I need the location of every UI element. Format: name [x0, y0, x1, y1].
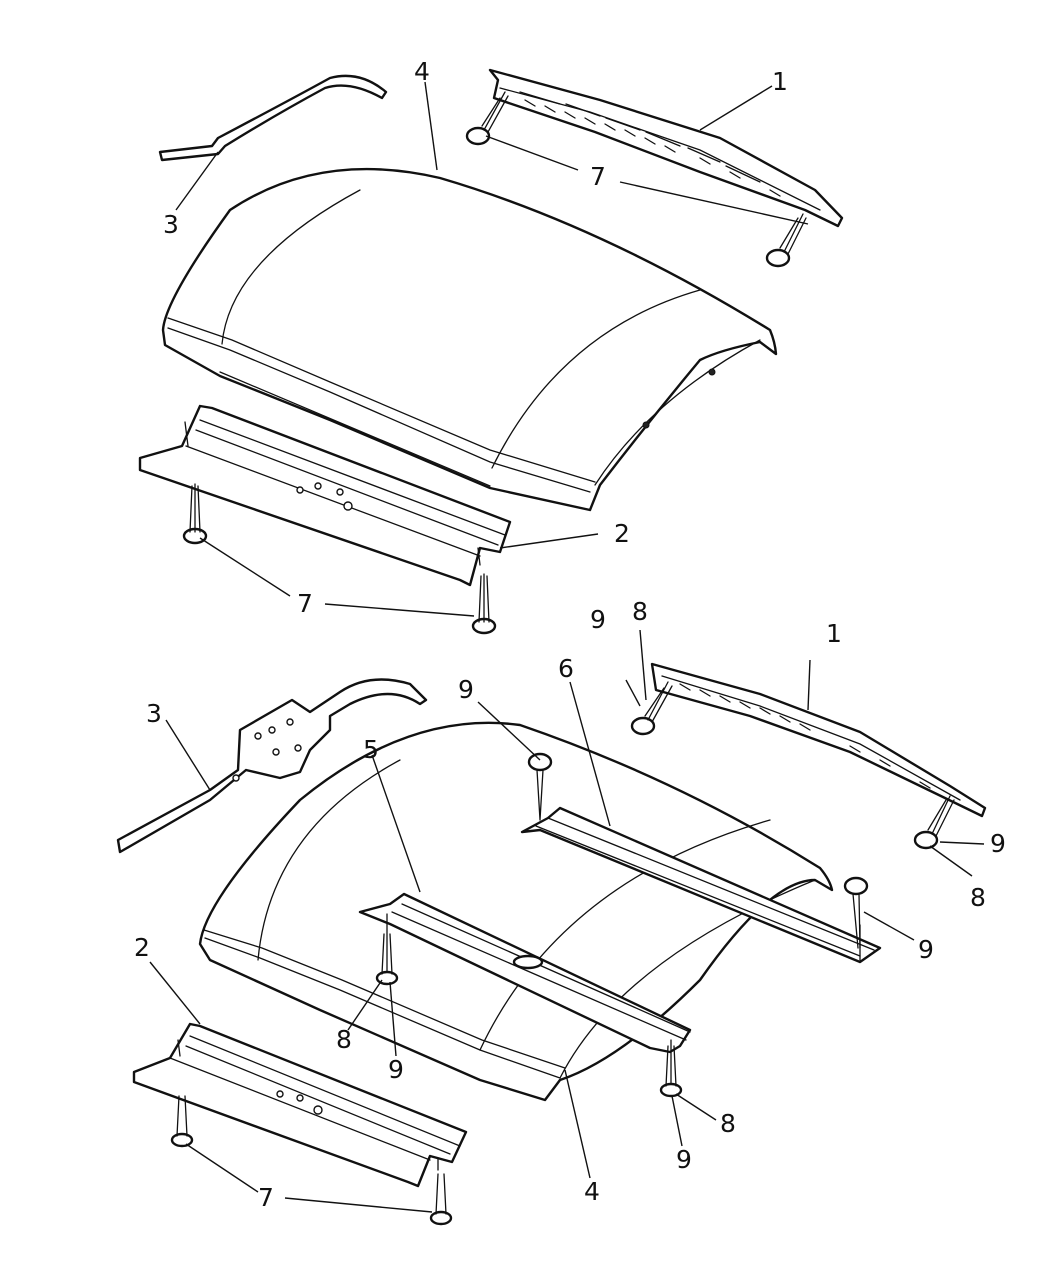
- top-fastener-b: [765, 213, 807, 268]
- bottom-label-7: 7: [258, 1183, 274, 1212]
- bottom-label-8a: 8: [632, 597, 648, 626]
- bottom-part-3-drip-rail: [116, 678, 428, 854]
- top-fastener-a: [465, 91, 509, 146]
- bottom-part-1-rear-rail: [650, 662, 987, 818]
- top-label-4: 4: [414, 57, 430, 86]
- top-part-4-roof-panel: [161, 167, 778, 512]
- bottom-part-2-header-channel: [132, 1022, 468, 1188]
- bottom-fastener-bow-right: [843, 876, 869, 949]
- bottom-label-9f: 9: [676, 1145, 692, 1174]
- bottom-label-8b: 8: [970, 883, 986, 912]
- top-label-3: 3: [163, 210, 179, 239]
- top-assembly: 3 4 1 7 2 7: [138, 57, 844, 635]
- bottom-assembly: 1 3 5 6 9 9 8 9 8 9 2 8 9 8 9 4 7: [116, 597, 1006, 1226]
- bottom-label-6: 6: [558, 654, 574, 683]
- bottom-label-8d: 8: [720, 1109, 736, 1138]
- bottom-label-5: 5: [363, 735, 379, 764]
- bottom-label-1: 1: [826, 619, 842, 648]
- top-label-7b: 7: [297, 589, 313, 618]
- bottom-fastener-roof-top: [527, 752, 553, 821]
- top-fastener-c: [182, 483, 208, 545]
- top-part-1-rear-rail: [488, 68, 844, 228]
- bottom-label-3: 3: [146, 699, 162, 728]
- bottom-part-5-center-bow: [358, 892, 692, 1054]
- bottom-fastener-header-right: [429, 1173, 453, 1226]
- bottom-fastener-rail-left: [630, 681, 673, 736]
- top-label-2: 2: [614, 519, 630, 548]
- top-fastener-d: [471, 573, 497, 635]
- bottom-label-9a: 9: [458, 675, 474, 704]
- bottom-fastener-header-left: [170, 1095, 194, 1148]
- top-part-3-drip-rail: [158, 74, 388, 162]
- bottom-label-2: 2: [134, 933, 150, 962]
- bottom-label-4: 4: [584, 1177, 600, 1206]
- top-part-2-header-channel: [138, 404, 512, 587]
- top-label-7a: 7: [590, 162, 606, 191]
- bottom-label-8c: 8: [336, 1025, 352, 1054]
- bottom-label-9d: 9: [918, 935, 934, 964]
- bottom-fastener-bow-lower: [659, 1039, 683, 1098]
- bottom-part-4-roof-panel: [198, 721, 834, 1102]
- bottom-fastener-rail-right: [913, 795, 955, 850]
- bottom-label-9b: 9: [590, 605, 606, 634]
- top-label-1: 1: [772, 67, 788, 96]
- bottom-label-9c: 9: [990, 829, 1006, 858]
- bottom-label-9e: 9: [388, 1055, 404, 1084]
- bottom-part-6-rear-bow: [520, 806, 882, 964]
